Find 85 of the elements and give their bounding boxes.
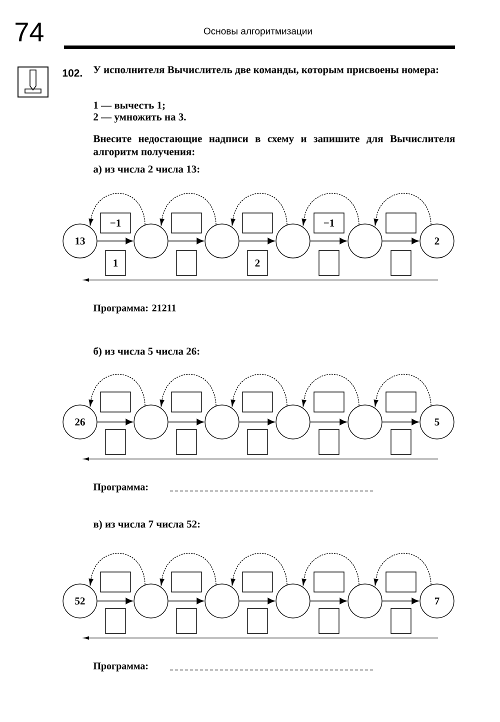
arrow: [168, 598, 204, 604]
arrow: [310, 598, 347, 604]
curved-arrow: [230, 192, 288, 226]
curved-arrow: [302, 552, 360, 586]
answer-box: [390, 250, 412, 276]
answer-box: [176, 429, 197, 455]
answer-box: [242, 572, 273, 592]
answer-box: [390, 608, 412, 634]
program-line: Программа: 21211: [93, 304, 176, 314]
answer-box: [171, 572, 202, 592]
program-line: Программа:: [93, 484, 148, 492]
arrow: [239, 418, 275, 426]
curved-arrow: [160, 374, 216, 406]
command-box: 1: [105, 250, 126, 276]
page-number: 74: [16, 22, 44, 42]
curved-arrow: [374, 192, 432, 226]
answer-box: [318, 250, 340, 276]
answer-box: [390, 429, 412, 455]
task-text: У исполнителя Вычислитель две команды, которым присвоены номера:: [94, 66, 438, 76]
answer-box: [247, 608, 268, 634]
answer-box: [247, 429, 268, 455]
answer-box: [176, 608, 197, 634]
answer-box: [171, 212, 202, 234]
instruction-text: Внесите недостающие надписи в схему и запишите для Вычислителя алгоритм получения:: [93, 135, 455, 158]
answer-box: [242, 212, 273, 234]
answer-box: [386, 392, 416, 412]
answer-box: [314, 572, 344, 592]
empty-circle: [276, 584, 310, 618]
answer-box: [386, 572, 416, 592]
curved-arrow: [374, 552, 432, 586]
answer-box: [386, 212, 416, 234]
empty-circle: [134, 224, 168, 258]
empty-circle: [134, 584, 168, 618]
arrow: [168, 238, 204, 244]
empty-circle: [348, 224, 382, 258]
task-number: 102.: [62, 69, 82, 77]
answer-box: [105, 608, 126, 634]
curved-arrow: [160, 192, 216, 226]
curved-arrow: [302, 374, 360, 406]
curved-arrow: [160, 552, 216, 586]
empty-circle: [134, 404, 168, 440]
curved-arrow: [88, 552, 146, 586]
subtask-heading: а) из числа 2 числа 13:: [94, 165, 200, 175]
answer-box: [314, 392, 344, 412]
empty-circle: [276, 404, 310, 440]
arrow: [97, 598, 133, 604]
empty-circle: [348, 584, 382, 618]
answer-box: [105, 429, 126, 455]
arrow: [97, 418, 133, 426]
curved-arrow: [88, 192, 146, 226]
empty-circle: [276, 224, 310, 258]
arrow: [382, 598, 419, 604]
arrow: [310, 238, 347, 244]
program-line: Программа:: [93, 662, 148, 672]
curved-arrow: [88, 374, 146, 406]
curved-arrow: [302, 192, 360, 226]
arrow: [310, 418, 347, 426]
arrow: [382, 418, 419, 426]
running-header: Основы алгоритмизации: [204, 28, 312, 36]
command-item: 2 — умножить на 3.: [94, 113, 186, 123]
answer-box: [176, 250, 197, 276]
answer-box: [100, 392, 131, 412]
answer-box: [318, 608, 340, 634]
curved-arrow: [230, 374, 288, 406]
subtask-heading: в) из числа 7 числа 52:: [93, 520, 200, 530]
answer-box: [100, 572, 131, 592]
empty-circle: [204, 404, 240, 440]
answer-box: [171, 392, 202, 412]
empty-circle: [204, 224, 240, 258]
command-item: 1 — вычесть 1;: [94, 102, 165, 110]
operation-box: −1: [314, 212, 344, 234]
arrow: [239, 238, 275, 244]
command-box: 2: [247, 250, 268, 276]
arrow: [168, 418, 204, 426]
answer-box: [318, 429, 340, 455]
curved-arrow: [230, 552, 288, 586]
curved-arrow: [374, 374, 432, 406]
arrow: [239, 598, 275, 604]
arrow: [97, 238, 133, 244]
subtask-heading: б) из числа 5 числа 26:: [94, 347, 200, 357]
arrow: [382, 238, 419, 244]
empty-circle: [348, 404, 382, 440]
answer-box: [242, 392, 273, 412]
operation-box: −1: [100, 212, 131, 234]
empty-circle: [204, 584, 240, 618]
